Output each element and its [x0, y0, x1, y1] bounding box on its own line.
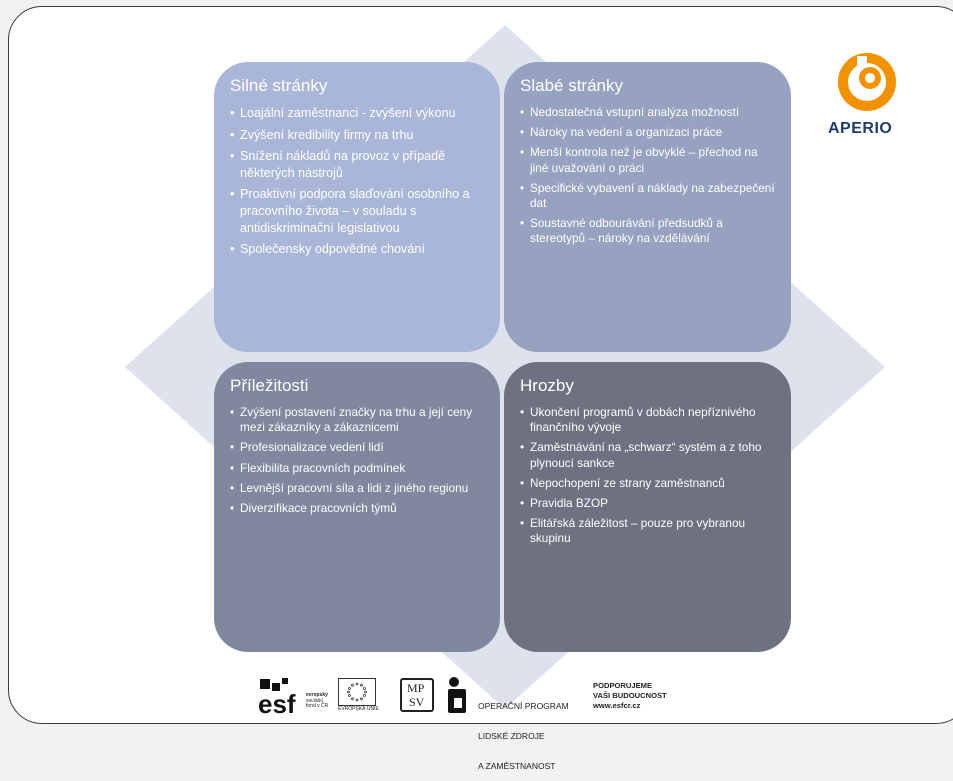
mpsv-bottom: SV: [409, 695, 425, 709]
list-item: Pravidla BZOP: [520, 496, 775, 511]
list-item: Menší kontrola než je obvyklé – přechod …: [520, 145, 775, 175]
quadrant-threats: Hrozby Ukončení programů v dobách nepříz…: [504, 362, 791, 652]
list-item: Zvýšení kredibility firmy na trhu: [230, 127, 484, 144]
quadrant-strengths: Silné stránky Loajální zaměstnanci - zvý…: [214, 62, 500, 352]
list-item: Profesionalizace vedení lidí: [230, 440, 484, 455]
support-line: PODPORUJEME: [593, 681, 653, 690]
list-item: Diverzifikace pracovních týmů: [230, 501, 484, 516]
op-line: OPERAČNÍ PROGRAM: [478, 701, 569, 711]
list-item: Levnější pracovní síla a lidi z jiného r…: [230, 481, 484, 496]
support-label: PODPORUJEME VAŠI BUDOUCNOST www.esfcr.cz: [593, 681, 667, 711]
svg-text:esf: esf: [258, 689, 296, 715]
item-list: Zvýšení postavení značky na trhu a její …: [230, 405, 484, 516]
esf-logo-icon: esf: [258, 678, 296, 715]
mpsv-logo-icon: MP SV: [400, 678, 434, 712]
list-item: Ukončení programů v dobách nepříznivého …: [520, 405, 775, 435]
list-item: Loajální zaměstnanci - zvýšení výkonu: [230, 105, 484, 122]
esf-label: evropský sociální fond v ČR: [306, 692, 329, 710]
quadrant-weaknesses: Slabé stránky Nedostatečná vstupní analý…: [504, 62, 791, 352]
list-item: Společensky odpovědné chování: [230, 241, 484, 258]
eu-label: EVROPSKÁ UNIE: [338, 706, 379, 712]
list-item: Zaměstnávání na „schwarz“ systém a z toh…: [520, 440, 775, 470]
quadrant-title: Hrozby: [520, 376, 574, 395]
esf-line: evropský: [306, 692, 328, 698]
op-lzz-icon: [448, 677, 466, 713]
quadrant-opportunities: Příležitosti Zvýšení postavení značky na…: [214, 362, 500, 652]
list-item: Nároky na vedení a organizaci práce: [520, 125, 775, 140]
aperio-logo-text: APERIO: [828, 120, 893, 137]
list-item: Flexibilita pracovních podmínek: [230, 461, 484, 476]
list-item: Specifické vybavení a náklady na zabezpe…: [520, 181, 775, 211]
aperio-logo-icon: [838, 53, 896, 111]
item-list: Ukončení programů v dobách nepříznivého …: [520, 405, 775, 547]
support-link[interactable]: www.esfcr.cz: [593, 701, 641, 710]
list-item: Elitářská záležitost – pouze pro vybrano…: [520, 516, 775, 546]
list-item: Snížení nákladů na provoz v případě někt…: [230, 148, 484, 181]
op-label: OPERAČNÍ PROGRAM LIDSKÉ ZDROJE A ZAMĚSTN…: [478, 681, 569, 781]
list-item: Nedostatečná vstupní analýza možností: [520, 105, 775, 120]
list-item: Proaktivní podpora slaďování osobního a …: [230, 186, 484, 236]
mpsv-top: MP: [407, 681, 425, 695]
list-item: Nepochopení ze strany zaměstnanců: [520, 476, 775, 491]
support-line: VAŠI BUDOUCNOST: [593, 691, 667, 700]
item-list: Nedostatečná vstupní analýza možností Ná…: [520, 105, 775, 247]
quadrant-title: Příležitosti: [230, 376, 309, 395]
list-item: Zvýšení postavení značky na trhu a její …: [230, 405, 484, 435]
eu-flag-icon: [338, 678, 376, 706]
esf-line: sociální: [306, 697, 323, 704]
op-line: LIDSKÉ ZDROJE: [478, 731, 545, 741]
esf-line: fond v ČR: [306, 703, 329, 709]
item-list: Loajální zaměstnanci - zvýšení výkonu Zv…: [230, 105, 484, 258]
op-line: A ZAMĚSTNANOST: [478, 761, 556, 771]
quadrant-title: Slabé stránky: [520, 76, 623, 95]
list-item: Soustavné odbourávání předsudků a stereo…: [520, 216, 775, 246]
quadrant-title: Silné stránky: [230, 76, 328, 95]
